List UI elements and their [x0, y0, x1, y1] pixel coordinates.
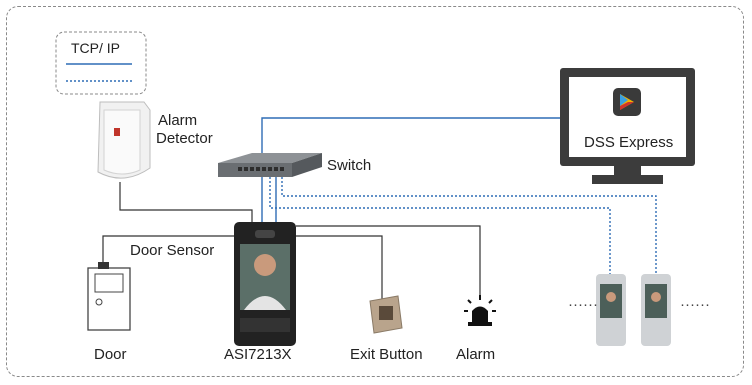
alarm-detector-icon — [97, 101, 151, 179]
expansion-links — [269, 177, 657, 274]
exit-button-label: Exit Button — [350, 346, 423, 363]
wiring — [102, 182, 481, 300]
alarm-detector-label-1: Alarm — [158, 112, 198, 129]
dss-monitor-icon — [560, 68, 695, 184]
tcpip-links — [261, 117, 560, 222]
extra-device-2 — [641, 274, 671, 346]
switch-icon — [218, 153, 322, 177]
door-sensor-label: Door Sensor — [130, 242, 215, 259]
diagram-frame — [6, 6, 744, 377]
switch-label: Switch — [327, 157, 372, 174]
extra-device-1 — [596, 274, 626, 346]
alarm-label: Alarm — [456, 346, 496, 363]
exit-button-icon — [369, 295, 403, 334]
access-device-icon — [234, 222, 296, 346]
device-model-label: ASI7213X — [224, 346, 292, 363]
legend-tcpip-label: TCP/ IP — [71, 40, 121, 56]
more-devices-right: ······ — [680, 296, 710, 313]
legend-box — [55, 31, 147, 95]
dss-express-label: DSS Express — [584, 134, 674, 151]
door-label: Door — [94, 346, 127, 363]
alarm-beacon-icon — [464, 295, 496, 326]
alarm-detector-label-2: Detector — [156, 130, 213, 147]
more-devices-left: ······ — [568, 296, 598, 313]
door-icon — [87, 262, 131, 331]
